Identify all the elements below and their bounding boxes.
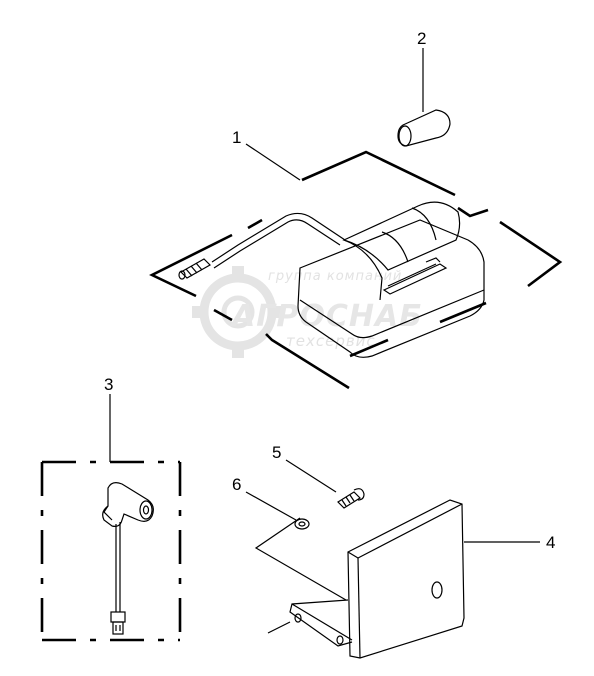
- leader-lines: [109, 48, 540, 543]
- watermark: группа компаний АГРОСНАБ техсервис: [192, 266, 423, 358]
- callout-5: 5: [272, 443, 281, 462]
- part-1-assembly: [149, 150, 563, 390]
- callout-1: 1: [232, 128, 241, 147]
- watermark-line3: техсервис: [286, 332, 376, 350]
- watermark-line2: АГРОСНАБ: [230, 299, 423, 334]
- part-4-bracket: [254, 499, 465, 659]
- part-2-roll: [397, 109, 451, 147]
- callout-3: 3: [104, 375, 113, 394]
- callouts: 1 2 3 4 5 6: [104, 29, 555, 552]
- watermark-gear-icon: [192, 266, 284, 358]
- callout-6: 6: [232, 475, 241, 494]
- part-3-sensor: [40, 460, 182, 642]
- watermark-line1: группа компаний: [268, 269, 402, 284]
- part-6-washer: [294, 518, 310, 530]
- part-5-screw: [337, 488, 365, 509]
- callout-4: 4: [546, 533, 555, 552]
- callout-2: 2: [417, 29, 426, 48]
